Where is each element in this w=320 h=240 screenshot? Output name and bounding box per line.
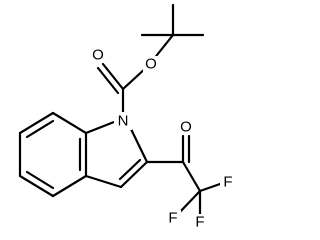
bond-carbonyl-double-b (96, 66, 120, 95)
bond-n-c2 (128, 125, 149, 164)
bond-c7a-n (84, 120, 116, 135)
bond-c3a-c4 (51, 174, 88, 198)
bond-ketone-cf3 (181, 160, 202, 193)
atom-fluorine-right: F (223, 174, 232, 191)
molecule-diagram: N O O O F F F (18, 3, 233, 231)
bond-c4-c5 (18, 174, 55, 198)
bond-c2-c3-inner (118, 158, 142, 181)
bond-carbonyl-double-a (101, 62, 125, 91)
atom-ester-oxygen: O (145, 56, 157, 73)
atom-ketone-oxygen: O (180, 119, 192, 136)
molecule-svg: N O O O F F F (18, 3, 233, 231)
bond-c3-c3a (84, 174, 123, 189)
bond-c6-c7-inner (25, 119, 55, 139)
atom-nitrogen: N (118, 113, 129, 130)
bond-c7-c7a (51, 111, 88, 135)
bond-c4-c5-inner (25, 170, 55, 190)
bond-cf3-f-left (176, 189, 202, 216)
atom-fluorine-left: F (168, 210, 177, 227)
atom-fluorine-bottom: F (195, 214, 204, 231)
bond-c6-c7 (18, 111, 55, 135)
bond-tbu-o (151, 33, 175, 62)
bond-cf3-f-right (198, 182, 222, 193)
bond-c2-c3 (119, 160, 149, 189)
atom-carbonyl-oxygen: O (92, 47, 104, 64)
